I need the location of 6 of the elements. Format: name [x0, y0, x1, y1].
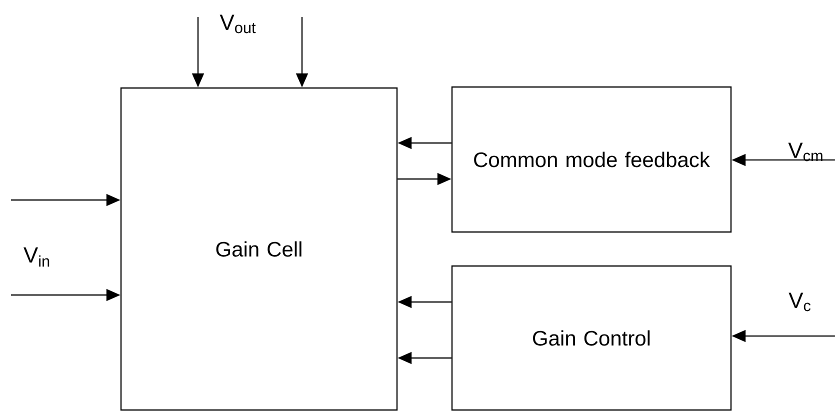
signal-label: V$_{c}$	[788, 292, 811, 312]
block-box: Gain Cell	[120, 87, 398, 411]
block-box: Common mode feedback	[451, 86, 732, 233]
signal-label: V$_{out}$	[220, 14, 256, 34]
block-box: Gain Control	[451, 265, 732, 411]
signal-label: V$_{in}$	[24, 247, 50, 267]
